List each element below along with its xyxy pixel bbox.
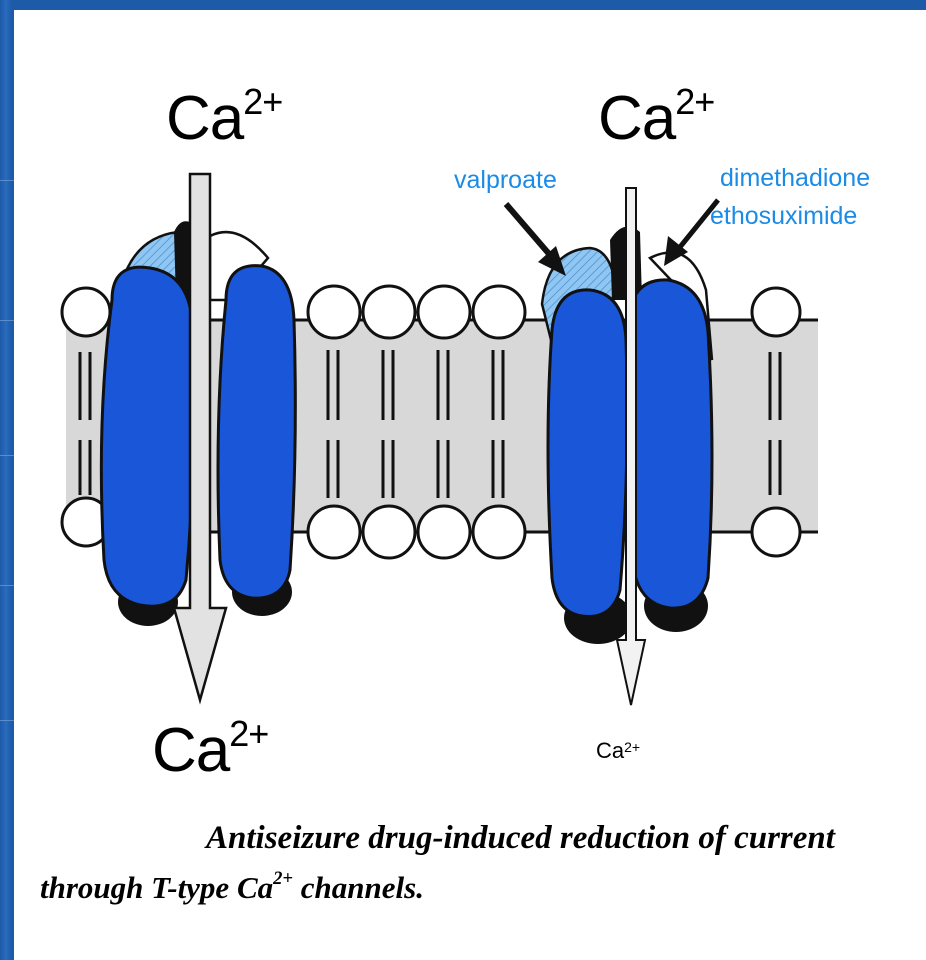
figure-caption-line-2: through T-type Ca2+ channels.: [40, 870, 424, 906]
valproate-label: valproate: [454, 168, 557, 193]
calcium-label-bottom-right: Ca2+: [596, 740, 640, 762]
lipid-head: [418, 286, 470, 338]
calcium-label-bottom-left: Ca2+: [152, 720, 268, 782]
calcium-label-top-right: Ca2+: [598, 88, 714, 150]
lipid-head: [308, 286, 360, 338]
ion-symbol: Ca: [152, 716, 229, 785]
lipid-head: [752, 288, 800, 336]
channel-subunit-right: [627, 280, 712, 608]
figure-caption-line-1: Antiseizure drug-induced reduction of cu…: [206, 820, 835, 857]
ion-symbol: Ca: [596, 738, 624, 763]
lipid-head: [308, 506, 360, 558]
ion-charge: 2+: [624, 739, 640, 755]
caption-superscript: 2+: [273, 868, 293, 889]
ion-charge: 2+: [675, 81, 714, 122]
lipid-head: [363, 286, 415, 338]
caption-text: channels.: [293, 870, 424, 905]
ion-charge: 2+: [229, 713, 268, 754]
lipid-head: [752, 508, 800, 556]
ion-charge: 2+: [243, 81, 282, 122]
open-channel: [101, 174, 295, 700]
calcium-label-top-left: Ca2+: [166, 88, 282, 150]
channel-subunit-left: [548, 290, 627, 617]
lipid-head: [62, 288, 110, 336]
lipid-head: [418, 506, 470, 558]
ethosuximide-label: ethosuximide: [710, 204, 857, 229]
ion-symbol: Ca: [166, 84, 243, 153]
channel-subunit-left: [101, 267, 194, 606]
lipid-head: [473, 286, 525, 338]
lipid-head: [473, 506, 525, 558]
dimethadione-label: dimethadione: [720, 166, 870, 191]
ion-symbol: Ca: [598, 84, 675, 153]
lipid-head: [363, 506, 415, 558]
channel-subunit-right: [218, 266, 295, 599]
caption-text: through T-type Ca: [40, 870, 273, 905]
